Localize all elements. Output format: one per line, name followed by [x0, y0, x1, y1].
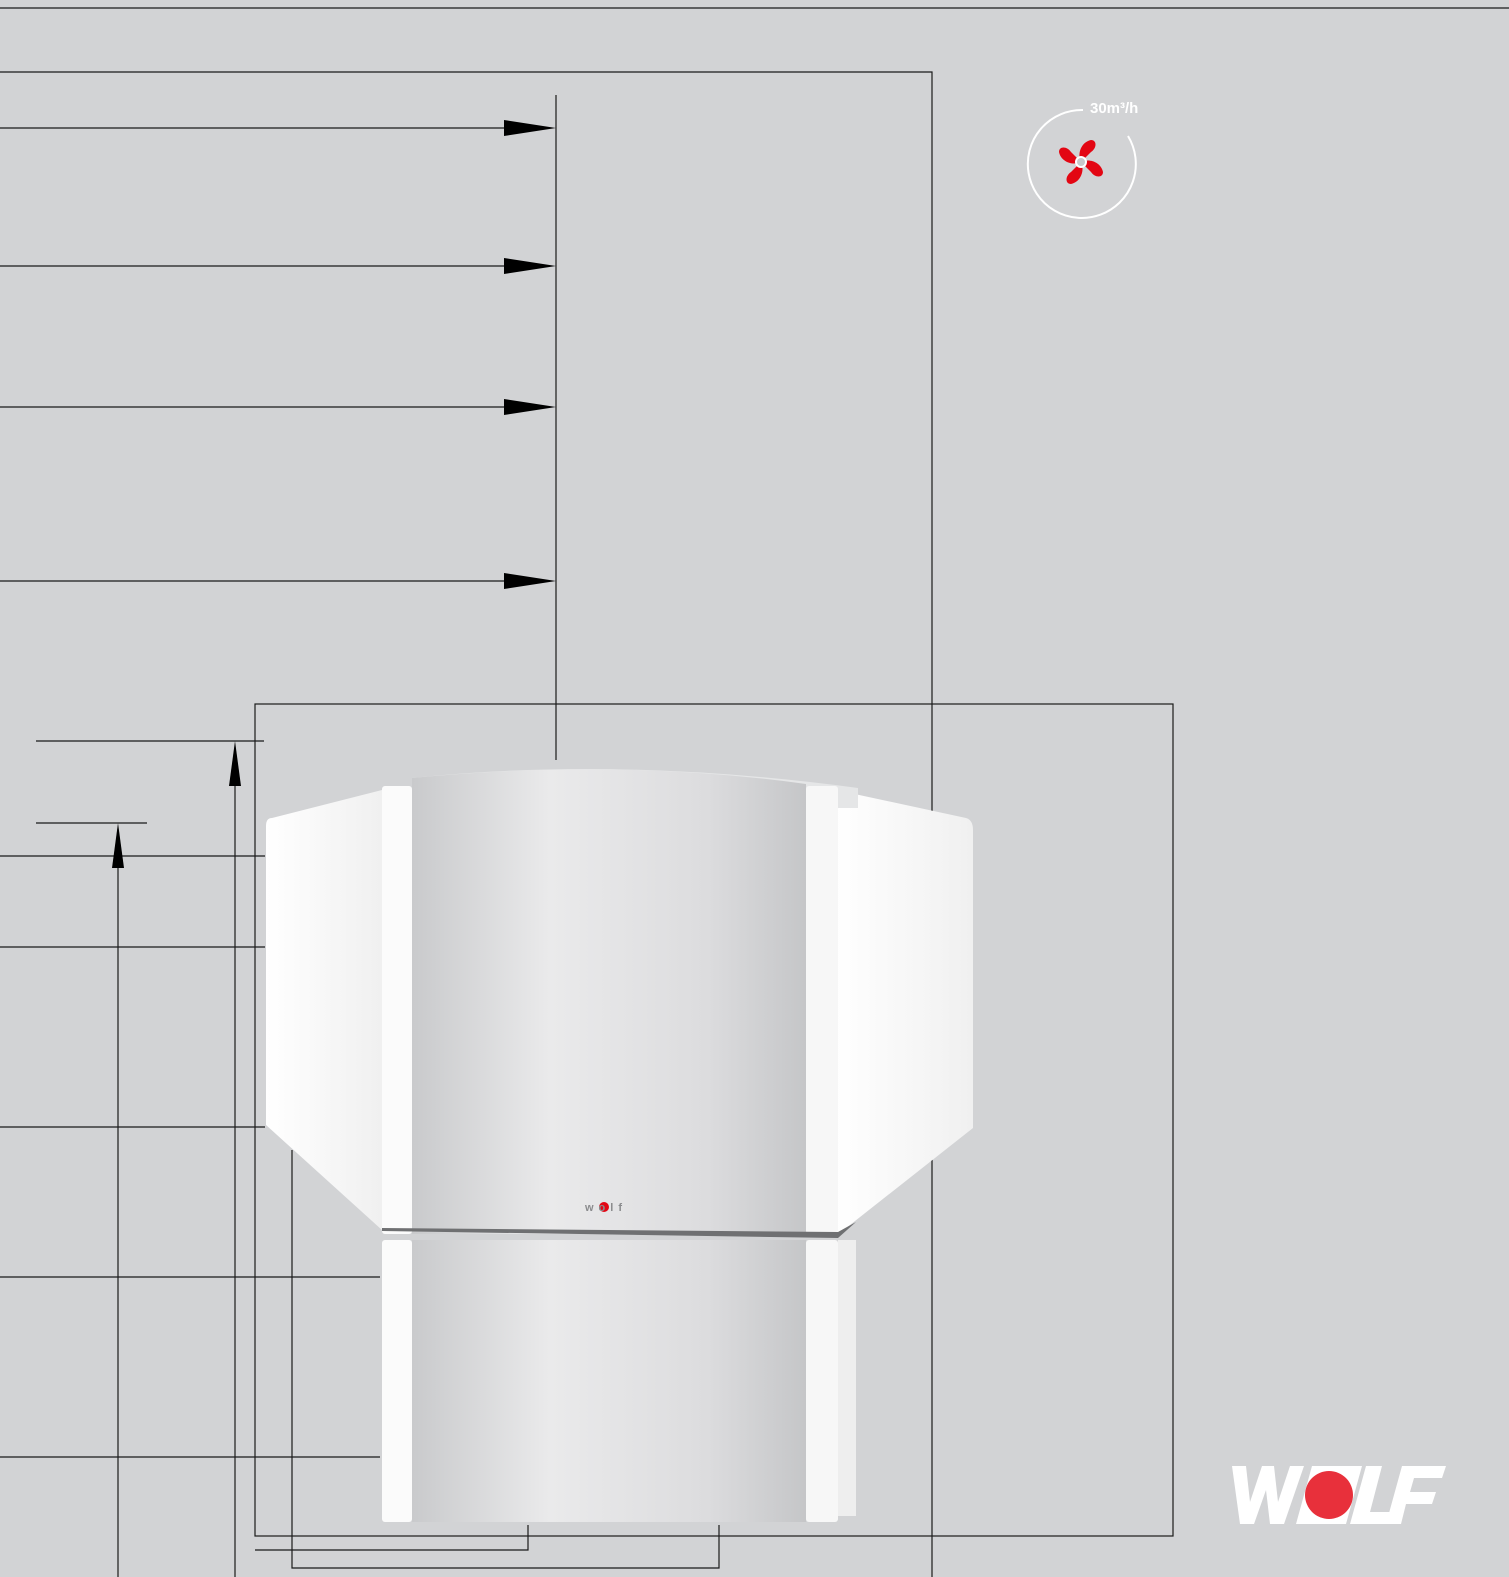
- left-pillar: [382, 786, 412, 1234]
- ventilation-unit: wolf: [266, 769, 973, 1522]
- upper-front-panel: [412, 769, 806, 1234]
- device-badge: wolf: [584, 1202, 627, 1214]
- fan-badge-ring: [1026, 108, 1137, 219]
- wolf-logo: [1232, 1462, 1452, 1537]
- device-badge-text: wolf: [584, 1202, 627, 1214]
- fan-badge: [1018, 92, 1168, 227]
- right-side-panel: [836, 790, 973, 1236]
- arrow-lines: [0, 127, 510, 582]
- right-pillar: [806, 786, 838, 1234]
- arrow-heads: [504, 120, 556, 589]
- airflow-label: 30m³/h: [1090, 100, 1139, 117]
- up-arrow-heads: [112, 741, 241, 868]
- left-side-panel: [266, 790, 382, 1230]
- fan-icon: [1059, 140, 1103, 184]
- wolf-logo-dot: [1305, 1471, 1353, 1519]
- connection-lines: [0, 740, 720, 1577]
- device-badge-dot: [599, 1202, 609, 1212]
- lower-front-panel: [412, 1240, 806, 1522]
